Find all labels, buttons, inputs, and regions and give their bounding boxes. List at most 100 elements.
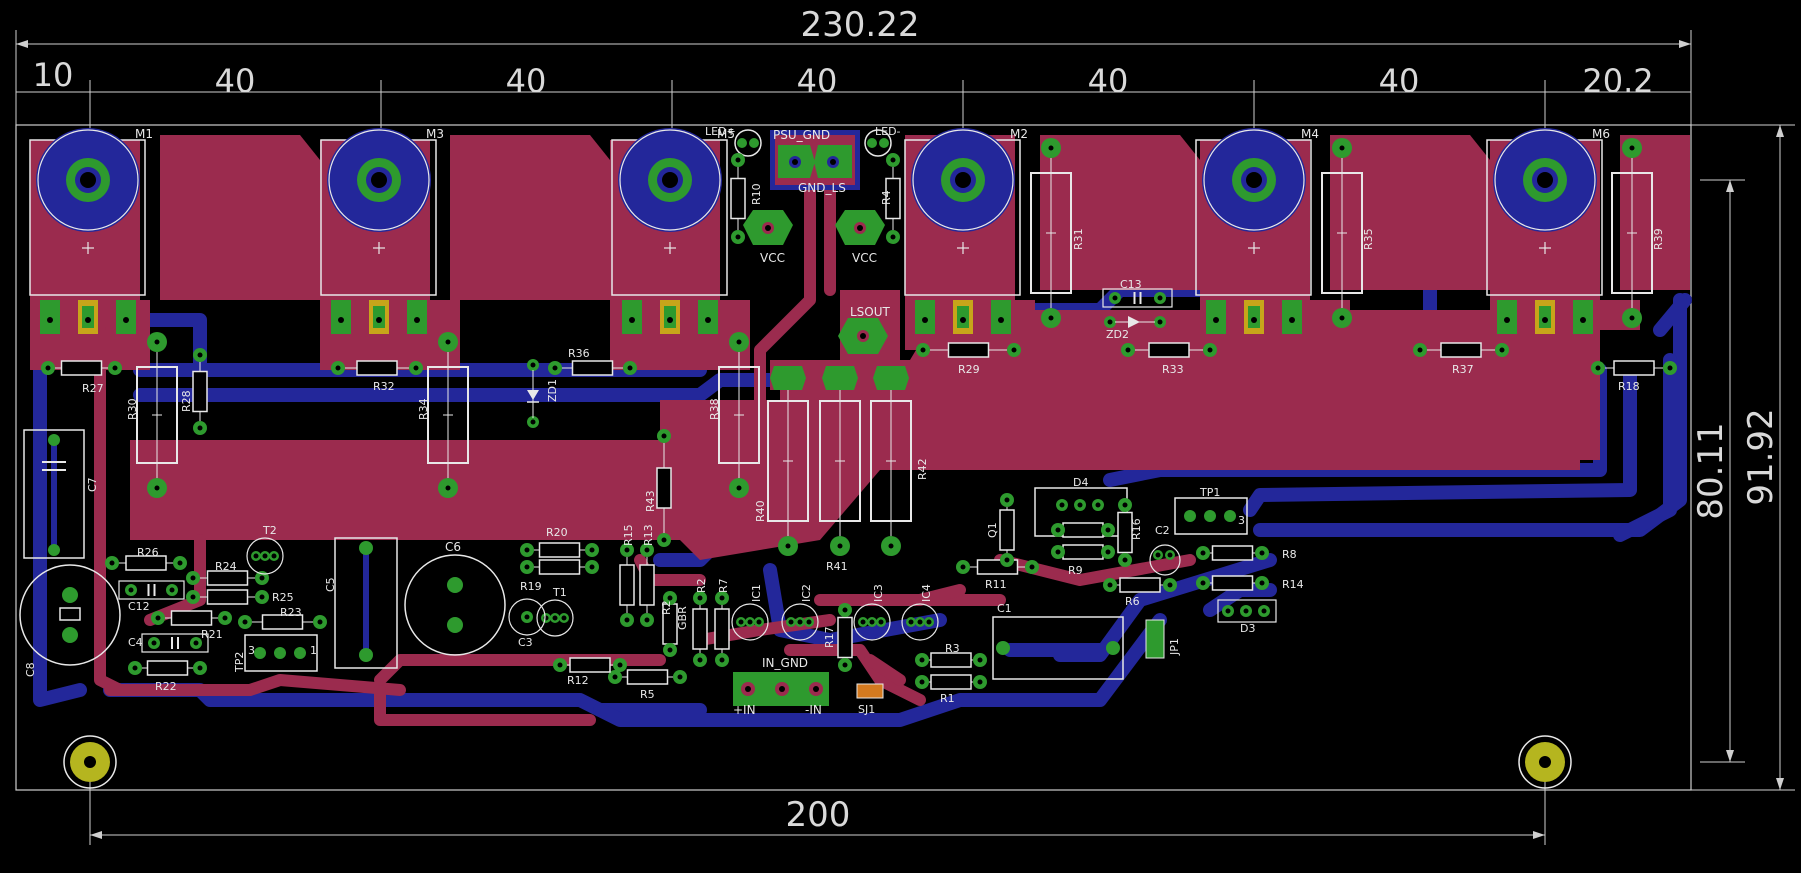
label-r23: R23 — [280, 606, 302, 619]
resistor-r1 — [915, 674, 987, 690]
label-led-plus: LED+ — [705, 125, 736, 138]
label-ic3: IC3 — [872, 584, 885, 602]
sj1-jumper — [856, 683, 884, 699]
resistor-r4 — [885, 153, 901, 244]
dimension-lines — [15, 30, 1795, 845]
dim-right-margin: 20.2 — [1582, 62, 1653, 100]
label-r42: R42 — [916, 458, 929, 480]
label-r41: R41 — [826, 560, 848, 573]
label-r31: R31 — [1072, 228, 1085, 250]
label-gbr-r2: R2 — [660, 600, 673, 615]
connector-psu-gnd — [770, 130, 860, 190]
label-tp2: TP2 — [233, 652, 246, 673]
resistor-r28 — [192, 348, 208, 435]
transistor-ic1 — [731, 603, 769, 641]
transistor-t1 — [536, 599, 574, 637]
top-copper-traces — [84, 169, 1196, 726]
dim-overall-width: 230.22 — [801, 5, 920, 45]
dim-pitch-2: 40 — [506, 62, 547, 100]
label-r20: R20 — [546, 526, 568, 539]
resistor-r7 — [714, 591, 730, 667]
resistor-r32 — [331, 360, 423, 376]
label-r36: R36 — [568, 347, 590, 360]
label-r10: R10 — [750, 183, 763, 205]
resistor-r10 — [730, 153, 746, 244]
resistor-r3 — [915, 652, 987, 668]
label-r4: R4 — [880, 190, 893, 205]
module-label-m5: M5 — [717, 127, 735, 141]
capacitor-c12 — [118, 580, 185, 600]
label-tp2-pin3: 3 — [248, 644, 255, 657]
label-ic1: IC1 — [750, 584, 763, 602]
label-r24: R24 — [215, 560, 237, 573]
input-connector — [733, 672, 829, 706]
module-label-m3: M3 — [426, 127, 444, 141]
label-minus-in: -IN — [805, 703, 822, 717]
jp1-jumper — [1145, 619, 1165, 659]
label-r17: R17 — [823, 626, 836, 648]
label-r3: R3 — [945, 642, 960, 655]
resistor-q1 — [999, 493, 1015, 567]
label-psu-gnd: PSU_GND — [773, 128, 830, 142]
cap-c1-outline — [992, 616, 1124, 680]
resistor-r8 — [1196, 545, 1269, 561]
label-r6: R6 — [1125, 595, 1140, 608]
module-m4: M4 — [1195, 127, 1319, 334]
label-r21: R21 — [201, 628, 223, 641]
resistor-r26 — [105, 555, 187, 571]
dim-inner-height: 80.11 — [1691, 422, 1731, 519]
diode-d3 — [1217, 599, 1277, 623]
label-c5: C5 — [324, 577, 337, 592]
label-r25: R25 — [272, 591, 294, 604]
label-c7: C7 — [86, 477, 99, 492]
label-ic4: IC4 — [920, 584, 933, 602]
resistor-r2 — [662, 591, 678, 657]
resistor-r37 — [1413, 342, 1509, 358]
dim-pitch-5: 40 — [1379, 62, 1420, 100]
label-ic2: IC2 — [800, 584, 813, 602]
label-r26: R26 — [137, 546, 159, 559]
label-tp2-pin1: 1 — [310, 644, 317, 657]
resistor-r43 — [656, 429, 672, 547]
capacitor-c4 — [141, 633, 209, 653]
label-r37: R37 — [1452, 363, 1474, 376]
label-r29: R29 — [958, 363, 980, 376]
resistor-r39 — [1611, 138, 1653, 328]
label-in-gnd: IN_GND — [762, 656, 808, 670]
module-label-m1: M1 — [135, 127, 153, 141]
resistor-r20 — [520, 542, 599, 558]
dimension-arrows — [16, 40, 1784, 839]
tp1-testpoint — [1174, 497, 1248, 535]
module-label-m4: M4 — [1301, 127, 1319, 141]
label-vcc-right: VCC — [852, 251, 877, 265]
resistor-r35 — [1321, 138, 1363, 328]
board-outline — [15, 124, 1692, 791]
diode-zd2 — [1104, 316, 1166, 328]
label-r13: R13 — [642, 524, 655, 546]
label-plus-in: +IN — [733, 703, 756, 717]
label-vcc-left: VCC — [760, 251, 785, 265]
label-c4: C4 — [128, 636, 143, 649]
resistor-r19 — [520, 559, 599, 575]
label-r40: R40 — [754, 500, 767, 522]
resistor-r22 — [128, 660, 207, 676]
capacitor-c2 — [1149, 544, 1181, 576]
mounting-holes — [63, 735, 1572, 789]
label-r16: R16 — [1130, 518, 1143, 540]
label-r7: R7 — [717, 578, 730, 593]
cap-c6-outline — [404, 554, 506, 656]
resistor-r29 — [916, 342, 1021, 358]
capacitor-c3 — [508, 598, 546, 636]
label-r5: R5 — [640, 688, 655, 701]
led-plus — [734, 129, 762, 157]
resistor-r5 — [608, 669, 687, 685]
label-r19: R19 — [520, 580, 542, 593]
module-m2: M2 — [904, 127, 1028, 334]
label-d4: D4 — [1073, 476, 1088, 489]
label-jp1: JP1 — [1168, 638, 1181, 656]
resistor-r12 — [553, 657, 627, 673]
cap-c8-outline — [19, 564, 121, 666]
transistor-ic2 — [781, 603, 819, 641]
label-r11: R11 — [985, 578, 1007, 591]
dim-pitch-3: 40 — [797, 62, 838, 100]
